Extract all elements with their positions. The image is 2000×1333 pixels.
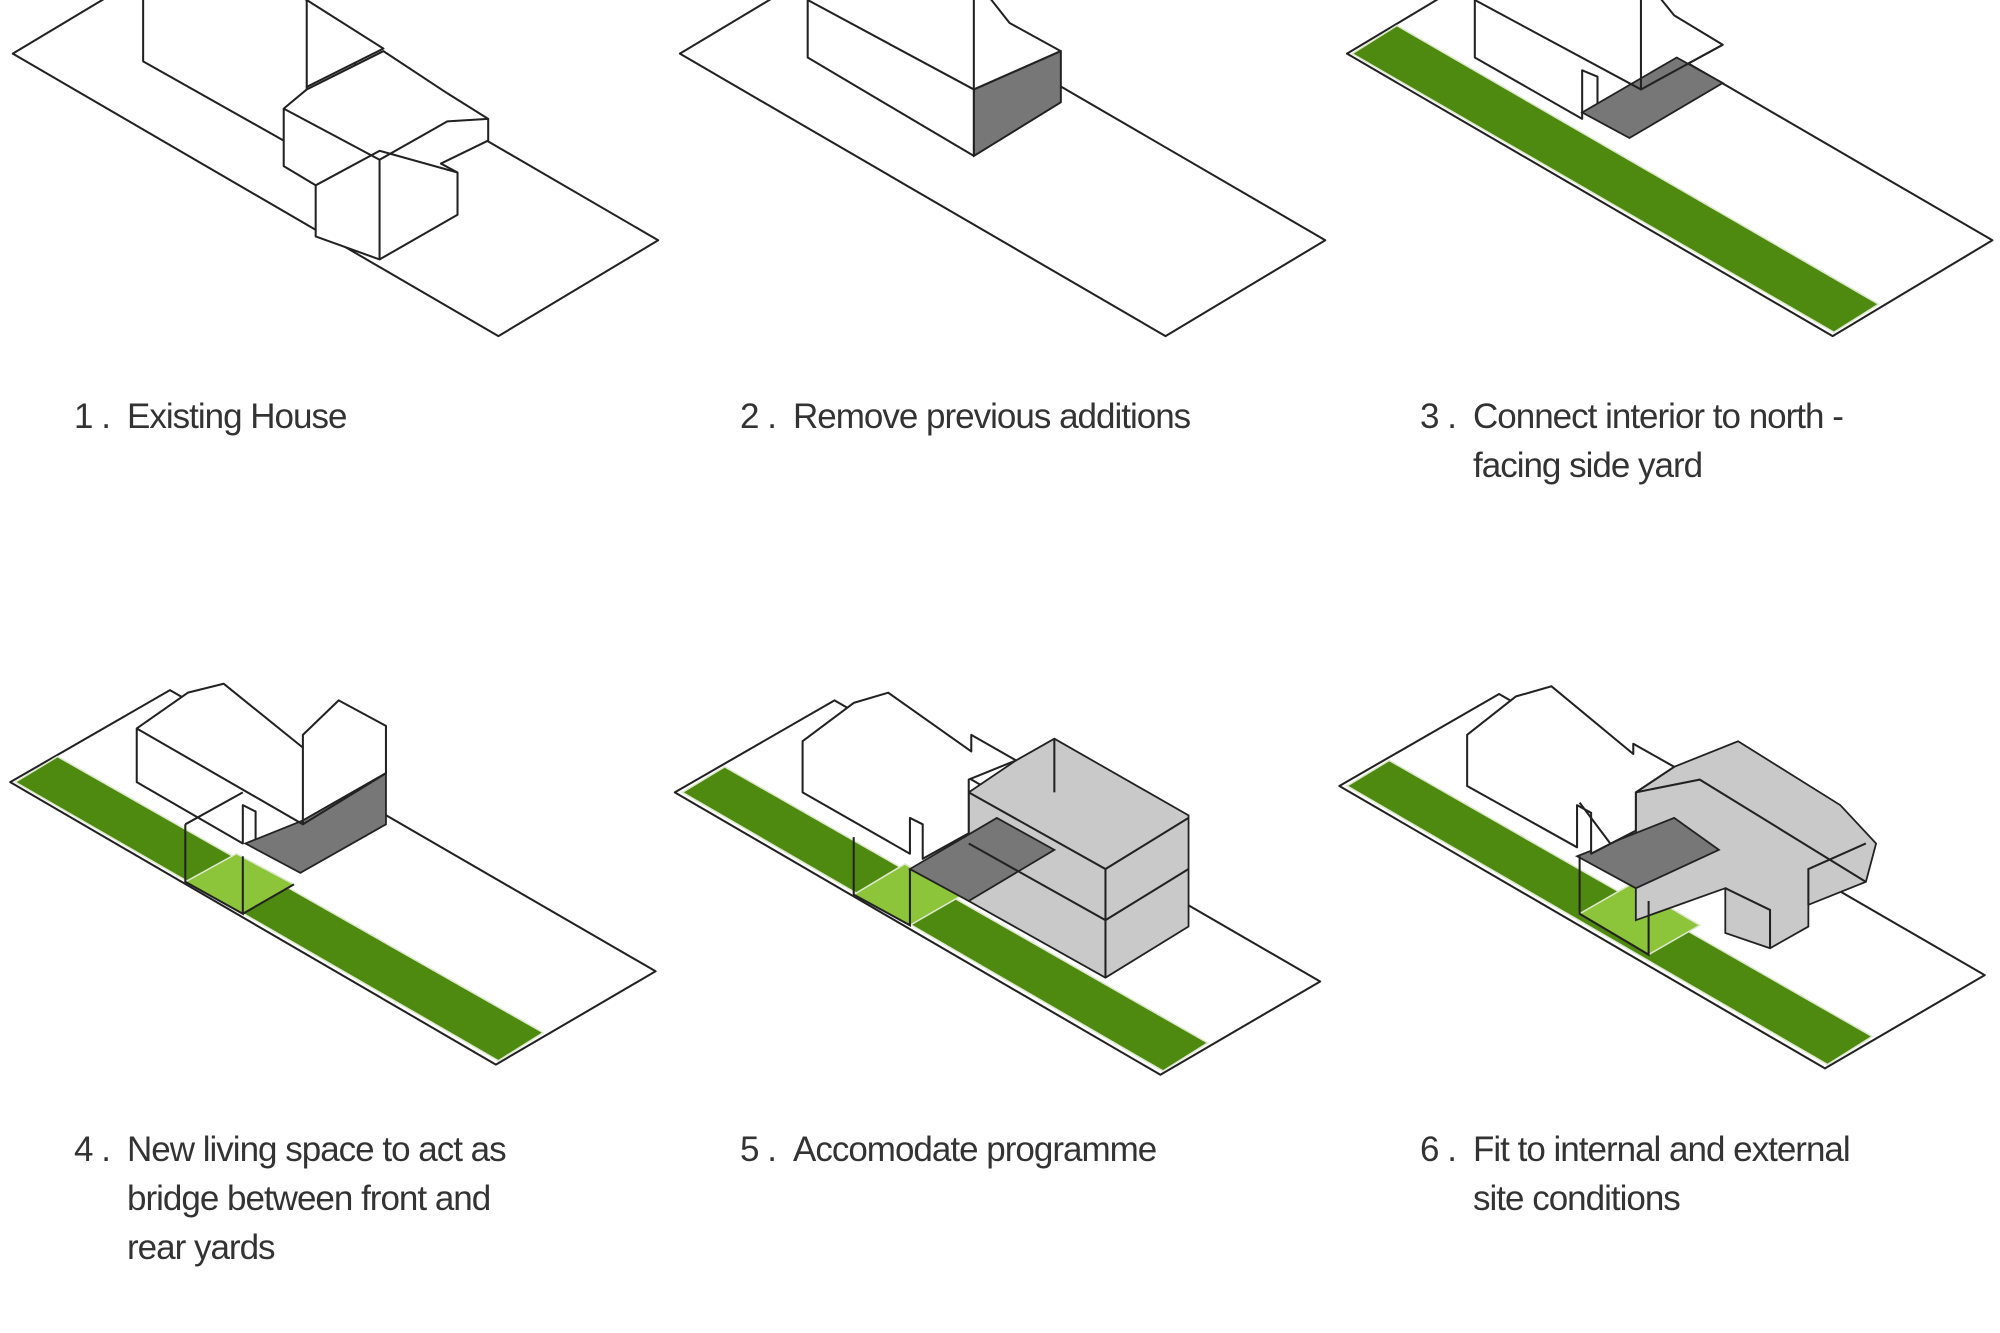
site-lot (678, 0, 1327, 338)
site-lot (1345, 0, 1994, 338)
house-main-volume (1466, 685, 1676, 855)
step-3-caption: 3 . Connect interior to north - facing s… (1420, 397, 1844, 485)
panel-6-fit-site-conditions (1338, 685, 1986, 1070)
house-main-volume (801, 691, 1018, 860)
panel-1-existing-house (11, 0, 660, 338)
exposed-interior (1574, 816, 1721, 890)
panel-2-remove-additions (678, 0, 1327, 338)
side-yard-green (13, 755, 545, 1062)
panel-4-new-living-space (9, 682, 657, 1066)
new-programme-volume (967, 737, 1190, 979)
panel-3-connect-side-yard (1345, 0, 1994, 338)
step-4-caption: 4 . New living space to act as bridge be… (74, 1130, 507, 1267)
exposed-interior (908, 816, 1057, 903)
exposed-interior (243, 771, 387, 874)
step-6-caption: 6 . Fit to internal and external site co… (1420, 1130, 1851, 1218)
exposed-interior (1580, 56, 1725, 140)
step-2-caption: 2 . Remove previous additions (740, 397, 1191, 436)
side-yard-green (1350, 24, 1881, 334)
panel-5-accommodate-programme (673, 691, 1322, 1076)
side-yard-green (680, 765, 1210, 1072)
step-5-caption: 5 . Accomodate programme (740, 1130, 1157, 1169)
step-1-caption: 1 . Existing House (74, 397, 347, 436)
